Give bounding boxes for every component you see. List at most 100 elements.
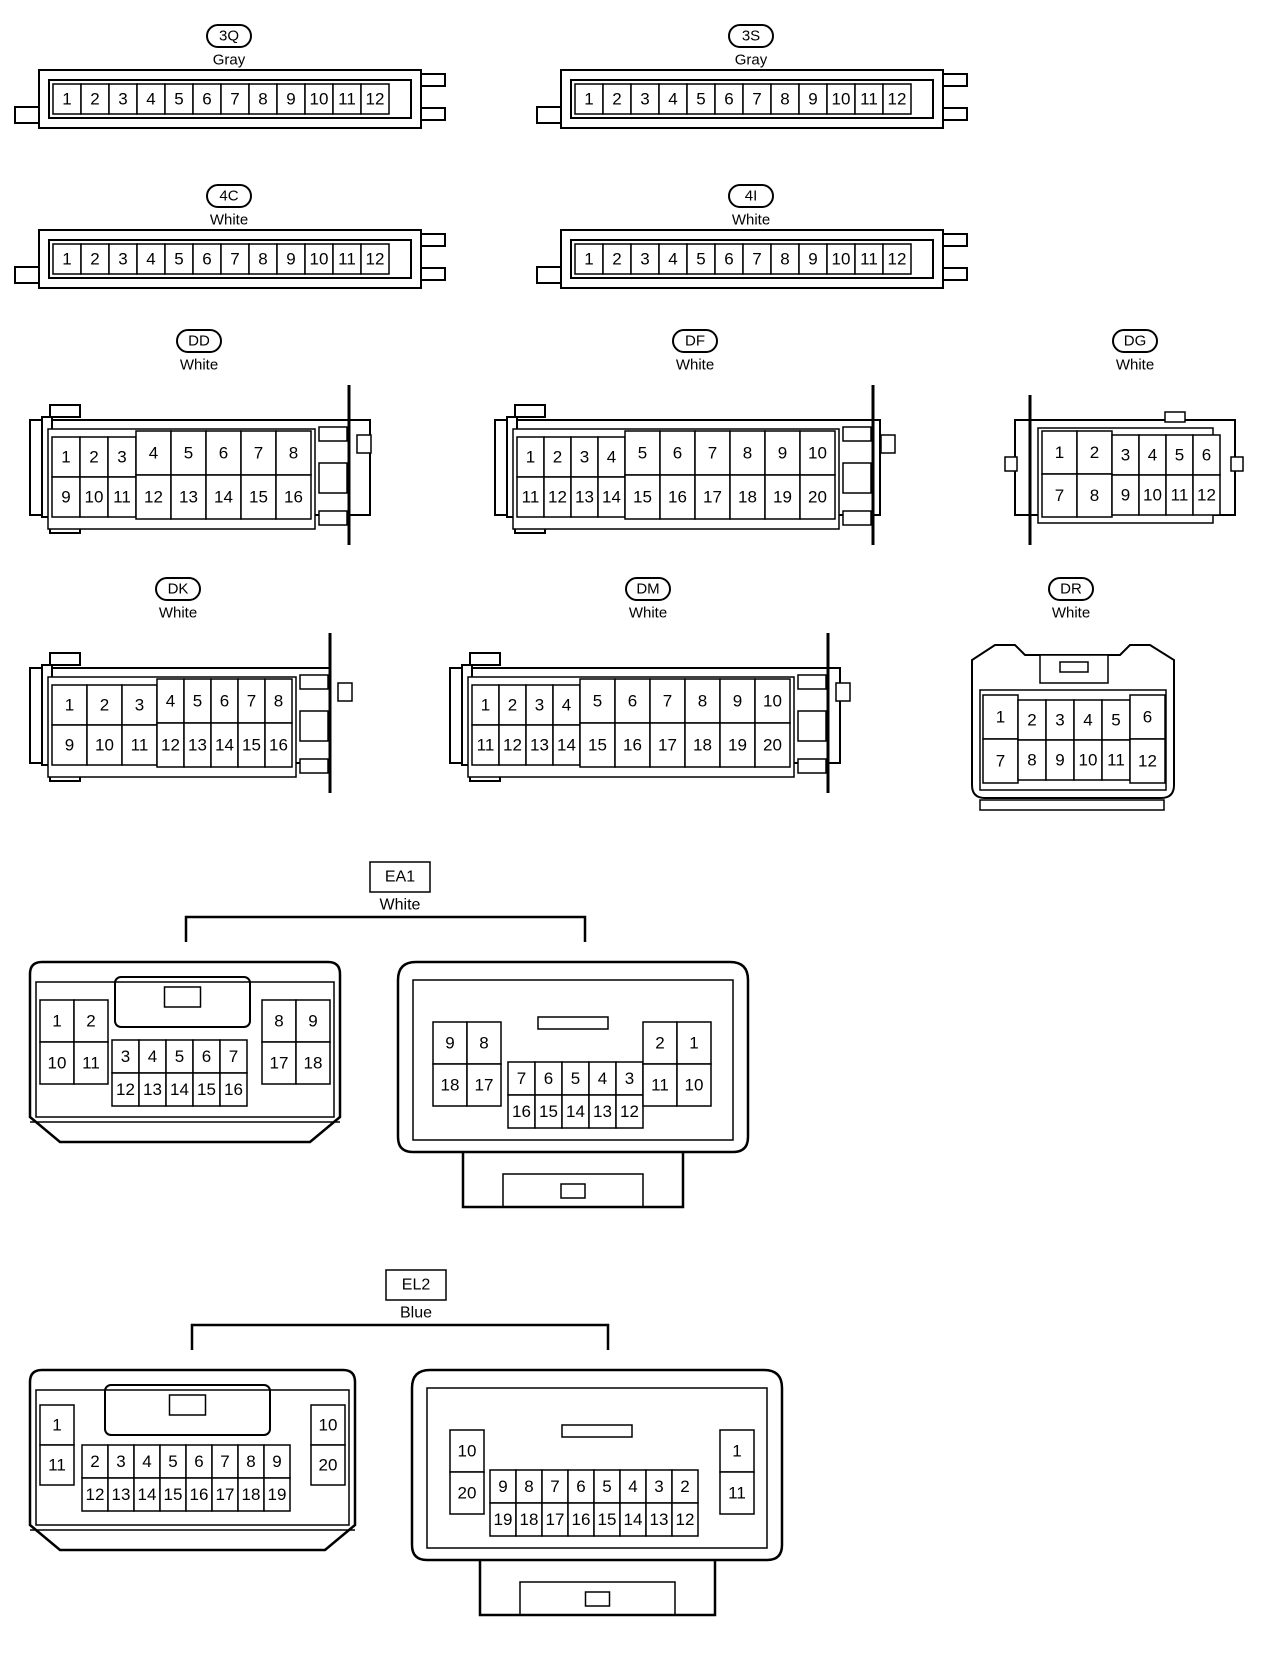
pin-number: 8: [698, 692, 707, 711]
pin-number: 11: [113, 488, 131, 507]
outline: [418, 73, 446, 87]
outline: [842, 510, 872, 526]
pin-cell: [719, 722, 756, 768]
connector-color: White: [629, 605, 667, 622]
pin-number: 19: [268, 1485, 287, 1504]
pin-number: 9: [808, 90, 817, 109]
pin-number: 11: [651, 1076, 669, 1095]
outline: [940, 233, 968, 247]
connector-id: DK: [168, 581, 189, 598]
pin-cell: [264, 722, 293, 768]
outline: [114, 976, 251, 1028]
pin-number: 9: [286, 90, 295, 109]
pin-number: 3: [117, 448, 126, 467]
pin-number: 12: [503, 736, 522, 755]
pin-number: 18: [304, 1054, 323, 1073]
pin-cell: [107, 1444, 135, 1479]
pin-number: 1: [52, 1416, 61, 1435]
pin-cell: [686, 243, 716, 275]
pin-number: 6: [576, 1477, 585, 1496]
pin-number: 9: [733, 692, 742, 711]
pin-number: 8: [274, 692, 283, 711]
pin-number: 15: [598, 1510, 617, 1529]
pin-number: 6: [724, 250, 733, 269]
pin-number: 4: [149, 444, 158, 463]
outline: [184, 915, 587, 942]
pin-number: 2: [1090, 443, 1099, 462]
pin-cell: [552, 724, 581, 766]
pin-cell: [138, 1039, 167, 1074]
pin-cell: [192, 83, 222, 115]
connector-id-pill: [672, 329, 718, 353]
pin-number: 1: [689, 1034, 698, 1053]
pin-number: 4: [146, 250, 155, 269]
pin-cell: [159, 1477, 187, 1512]
connector-id-pill: [206, 184, 252, 208]
pin-cell: [185, 1477, 213, 1512]
pin-number: 8: [524, 1477, 533, 1496]
pin-number: 12: [144, 488, 163, 507]
pin-cell: [135, 474, 172, 520]
pin-number: 19: [773, 488, 792, 507]
pin-cell: [534, 1061, 563, 1096]
pin-number: 8: [479, 1034, 488, 1053]
pin-cell: [1017, 739, 1047, 781]
pin-cell: [466, 1021, 502, 1065]
connector-id: DF: [685, 333, 705, 350]
pin-number: 2: [86, 1012, 95, 1031]
outline: [35, 1389, 350, 1526]
pin-cell: [1101, 699, 1131, 741]
pin-cell: [332, 243, 362, 275]
pin-cell: [360, 83, 390, 115]
pin-number: 1: [996, 708, 1005, 727]
pin-cell: [360, 243, 390, 275]
pin-number: 5: [174, 250, 183, 269]
pin-number: 10: [48, 1054, 67, 1073]
pin-number: 1: [62, 250, 71, 269]
pin-number: 17: [216, 1485, 235, 1504]
pin-cell: [111, 1072, 140, 1107]
connector-color: White: [180, 357, 218, 374]
pin-number: 11: [477, 736, 495, 755]
pin-number: 20: [319, 1456, 338, 1475]
pin-number: 8: [258, 90, 267, 109]
pin-cell: [237, 1444, 265, 1479]
pin-cell: [498, 684, 527, 726]
pin-number: 9: [272, 1452, 281, 1471]
pin-number: 1: [584, 250, 593, 269]
pin-number: 1: [526, 448, 535, 467]
pin-number: 17: [270, 1054, 289, 1073]
outline: [584, 1591, 611, 1607]
pin-number: 4: [146, 90, 155, 109]
connector-color: Gray: [213, 52, 246, 69]
connector-id-pill: [1048, 577, 1094, 601]
pin-cell: [80, 83, 110, 115]
pin-number: 2: [508, 696, 517, 715]
pin-number: 3: [121, 1047, 130, 1066]
outline: [940, 73, 968, 87]
pin-number: 13: [188, 736, 207, 755]
pin-cell: [133, 1477, 161, 1512]
outline: [418, 233, 446, 247]
pin-number: 16: [668, 488, 687, 507]
pin-number: 13: [112, 1485, 131, 1504]
pin-number: 5: [571, 1069, 580, 1088]
pin-cell: [799, 474, 836, 520]
pin-cell: [275, 430, 312, 476]
pin-number: 13: [593, 1102, 612, 1121]
outline: [299, 758, 329, 774]
pin-number: 2: [90, 90, 99, 109]
pin-number: 5: [193, 692, 202, 711]
connector-id-pill: [206, 24, 252, 48]
pin-number: 2: [90, 250, 99, 269]
pin-cell: [619, 1502, 647, 1537]
connector-color: White: [1052, 605, 1090, 622]
pin-number: 2: [90, 1452, 99, 1471]
pin-cell: [183, 678, 212, 724]
pin-cell: [882, 83, 912, 115]
pin-number: 11: [48, 1456, 66, 1475]
pin-number: 10: [310, 90, 329, 109]
pin-number: 17: [546, 1510, 565, 1529]
